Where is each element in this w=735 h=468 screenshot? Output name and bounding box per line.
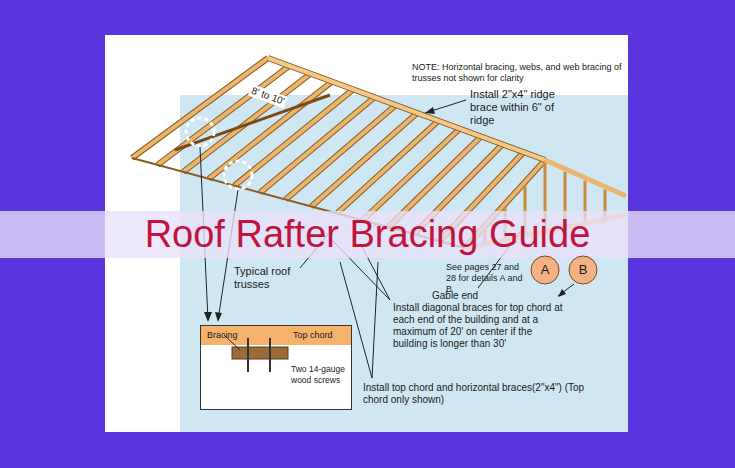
inset-label: Bracing xyxy=(207,330,267,341)
part-label: Gable end xyxy=(432,290,492,302)
title: Roof Rafter Bracing Guide xyxy=(0,211,735,258)
callout-letter: B xyxy=(568,255,598,285)
ridge-note: Install 2"x4" ridge brace within 6" of r… xyxy=(470,88,575,127)
inset-label: Top chord xyxy=(293,330,351,341)
part-label: Typical roof trusses xyxy=(234,265,314,291)
note-text: NOTE: Horizontal bracing, webs, and web … xyxy=(412,62,627,84)
detail-callout: B xyxy=(568,255,598,285)
inset-label: Two 14-gauge wood screws xyxy=(291,364,351,386)
instruction-note: Install top chord and horizontal braces(… xyxy=(363,382,595,406)
instruction-note: Install diagonal braces for top chord at… xyxy=(393,302,565,350)
detail-callout: A xyxy=(530,255,560,285)
callout-letter: A xyxy=(530,255,560,285)
detail-inset: Bracing Top chordTwo 14-gauge wood screws xyxy=(200,325,352,410)
